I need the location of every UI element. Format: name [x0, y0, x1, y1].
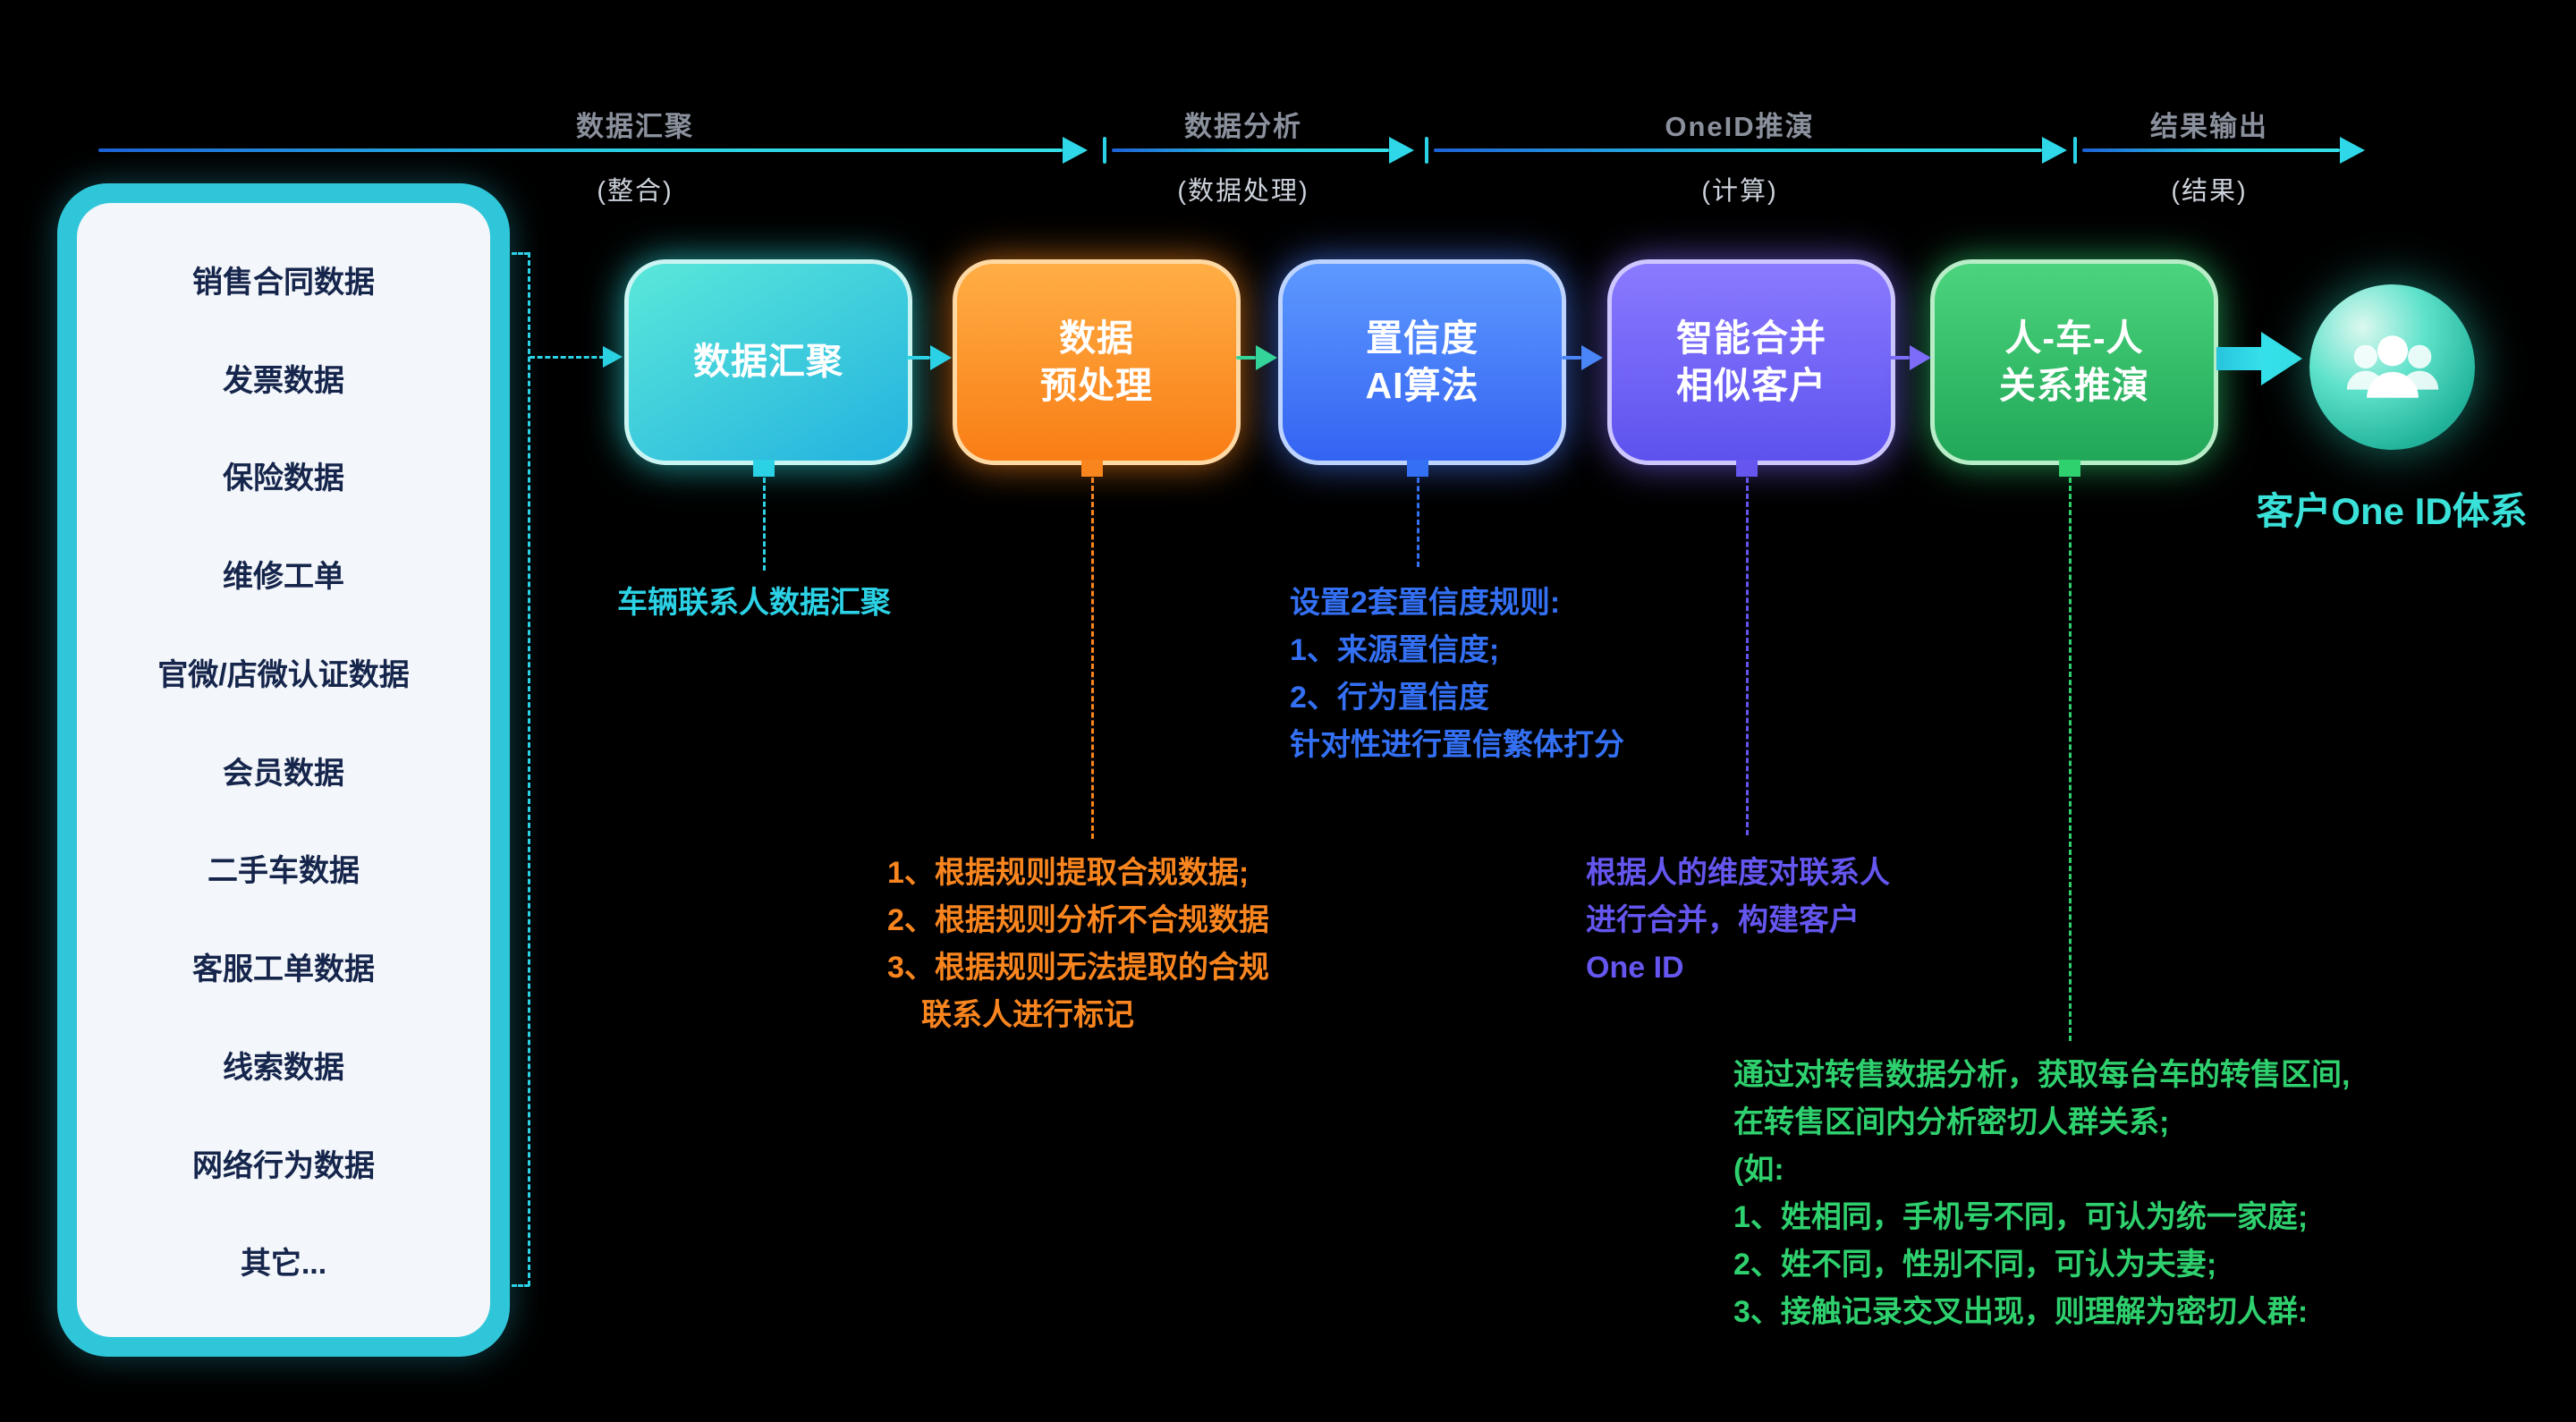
annotation-line: 1、来源置信度; [1290, 633, 1500, 667]
phase-label-oneid: OneID推演 [1665, 111, 1815, 142]
flow-arrow-line-1 [907, 356, 930, 360]
flow-arrowhead-icon-4 [1910, 345, 1931, 370]
annotation-arrowhead-icon-2 [1081, 460, 1103, 477]
annotation-line: One ID [1586, 951, 1684, 985]
source-item-leads: 线索数据 [223, 1050, 344, 1085]
people-group-icon [2336, 309, 2449, 426]
flow-arrowhead-icon-3 [1581, 345, 1603, 370]
step-box-label: 预处理 [1040, 365, 1153, 406]
customer-oneid-icon [2309, 284, 2475, 450]
flow-arrowhead-icon-1 [930, 345, 952, 370]
source-item-wechat-auth: 官微/店微认证数据 [157, 657, 410, 692]
source-item-service-ticket: 客服工单数据 [192, 952, 375, 986]
phase-label-aggregation: 数据汇聚 [576, 111, 694, 142]
phase-divider-tick-3 [2073, 137, 2077, 164]
phase-divider-tick-1 [1103, 137, 1106, 164]
annotation-line: 根据人的维度对联系人 [1586, 856, 1890, 890]
annotation-arrowhead-icon-4 [1736, 460, 1758, 477]
source-item-others: 其它... [240, 1247, 327, 1282]
step-box-label: 置信度 [1366, 317, 1479, 359]
connector-top-dash [512, 252, 530, 255]
flow-arrow-line-3 [1562, 356, 1581, 360]
annotation-step2: 1、根据规则提取合规数据; 2、根据规则分析不合规数据 3、根据规则无法提取的合… [887, 850, 1269, 1039]
annotation-dash-line-1 [763, 478, 766, 571]
data-sources-panel: 销售合同数据 发票数据 保险数据 维修工单 官微/店微认证数据 会员数据 二手车… [57, 183, 510, 1357]
phase-arrow-line-3 [1434, 148, 2042, 152]
annotation-dash-line-5 [2069, 478, 2072, 1041]
source-item-member: 会员数据 [223, 756, 344, 791]
annotation-line: 车辆联系人数据汇聚 [617, 586, 891, 620]
annotation-arrowhead-icon-5 [2059, 460, 2080, 477]
phase-sublabel-aggregation: (整合) [597, 177, 674, 206]
step-box-label: 数据 [1059, 317, 1134, 359]
phase-sublabel-oneid: (计算) [1701, 177, 1778, 206]
annotation-step5: 通过对转售数据分析，获取每台车的转售区间, 在转售区间内分析密切人群关系; (如… [1733, 1052, 2350, 1336]
source-item-insurance: 保险数据 [223, 461, 344, 496]
phase-sublabel-analysis: (数据处理) [1177, 177, 1309, 206]
annotation-line: 针对性进行置信繁体打分 [1290, 728, 1624, 762]
annotation-line: 2、行为置信度 [1290, 681, 1489, 715]
flow-arrow-line-2 [1236, 356, 1256, 360]
flow-arrow-line-4 [1890, 356, 1910, 360]
annotation-dash-line-4 [1746, 478, 1749, 835]
final-arrow-tail [2216, 347, 2261, 370]
annotation-step3: 设置2套置信度规则: 1、来源置信度; 2、行为置信度 针对性进行置信繁体打分 [1290, 580, 1624, 769]
annotation-line: 3、根据规则无法提取的合规 [887, 951, 1269, 985]
annotation-line: 2、根据规则分析不合规数据 [887, 903, 1269, 937]
connector-arrow-dash [530, 356, 605, 359]
final-arrowhead-icon [2261, 332, 2302, 385]
step-box-label: 智能合并 [1676, 317, 1826, 359]
data-sources-list: 销售合同数据 发票数据 保险数据 维修工单 官微/店微认证数据 会员数据 二手车… [77, 203, 490, 1337]
result-label: 客户One ID体系 [2256, 490, 2528, 532]
phase-sublabel-output: (结果) [2171, 177, 2248, 206]
phase-arrowhead-icon-2 [1389, 137, 1414, 164]
step-box-data-preprocess: 数据 预处理 [953, 259, 1241, 465]
annotation-arrowhead-icon-1 [753, 460, 775, 477]
annotation-line: (如: [1733, 1153, 1784, 1187]
connector-vertical-dash [528, 252, 530, 1286]
phase-arrow-line-4 [2082, 148, 2340, 152]
step-box-smart-merge: 智能合并 相似客户 [1607, 259, 1895, 465]
phase-divider-tick-2 [1425, 137, 1428, 164]
annotation-line: 1、姓相同，手机号不同，可认为统一家庭; [1733, 1200, 2309, 1234]
annotation-line: 进行合并，构建客户 [1586, 903, 1860, 937]
step-box-label: 相似客户 [1676, 365, 1826, 406]
annotation-line: 3、接触记录交叉出现，则理解为密切人群: [1733, 1295, 2309, 1329]
step-box-label: AI算法 [1365, 365, 1479, 406]
annotation-line: 设置2套置信度规则: [1290, 586, 1561, 620]
annotation-step4: 根据人的维度对联系人 进行合并，构建客户 One ID [1586, 850, 1890, 992]
annotation-line: 在转售区间内分析密切人群关系; [1733, 1105, 2170, 1139]
annotation-arrowhead-icon-3 [1407, 460, 1428, 477]
step-box-confidence-ai: 置信度 AI算法 [1278, 259, 1566, 465]
step-box-data-aggregation: 数据汇聚 [624, 259, 912, 465]
step-box-label: 人-车-人 [2004, 317, 2144, 359]
annotation-line: 2、姓不同，性别不同，可认为夫妻; [1733, 1248, 2217, 1282]
source-item-invoice: 发票数据 [223, 363, 344, 398]
step-box-label: 数据汇聚 [693, 341, 843, 383]
step-box-relation-inference: 人-车-人 关系推演 [1930, 259, 2218, 465]
annotation-line: 联系人进行标记 [921, 998, 1134, 1032]
annotation-step1: 车辆联系人数据汇聚 [617, 580, 891, 627]
source-item-web-behavior: 网络行为数据 [192, 1148, 375, 1183]
connector-arrowhead-icon [603, 346, 623, 368]
phase-arrow-line-1 [98, 148, 1063, 152]
phase-label-analysis: 数据分析 [1184, 111, 1302, 142]
connector-bottom-dash [512, 1284, 530, 1287]
phase-arrowhead-icon-1 [1063, 137, 1088, 164]
annotation-dash-line-2 [1091, 478, 1094, 839]
phase-label-output: 结果输出 [2150, 111, 2268, 142]
source-item-used-car: 二手车数据 [208, 854, 360, 889]
phase-arrowhead-icon-3 [2042, 137, 2067, 164]
phase-arrowhead-icon-4 [2340, 137, 2365, 164]
source-item-sales-contract: 销售合同数据 [192, 265, 375, 300]
annotation-dash-line-3 [1417, 478, 1419, 567]
annotation-line: 1、根据规则提取合规数据; [887, 856, 1250, 890]
source-item-repair-order: 维修工单 [223, 560, 344, 594]
annotation-line: 通过对转售数据分析，获取每台车的转售区间, [1733, 1058, 2351, 1092]
phase-arrow-line-2 [1112, 148, 1389, 152]
step-box-label: 关系推演 [1999, 365, 2149, 406]
flow-arrowhead-icon-2 [1256, 345, 1277, 370]
